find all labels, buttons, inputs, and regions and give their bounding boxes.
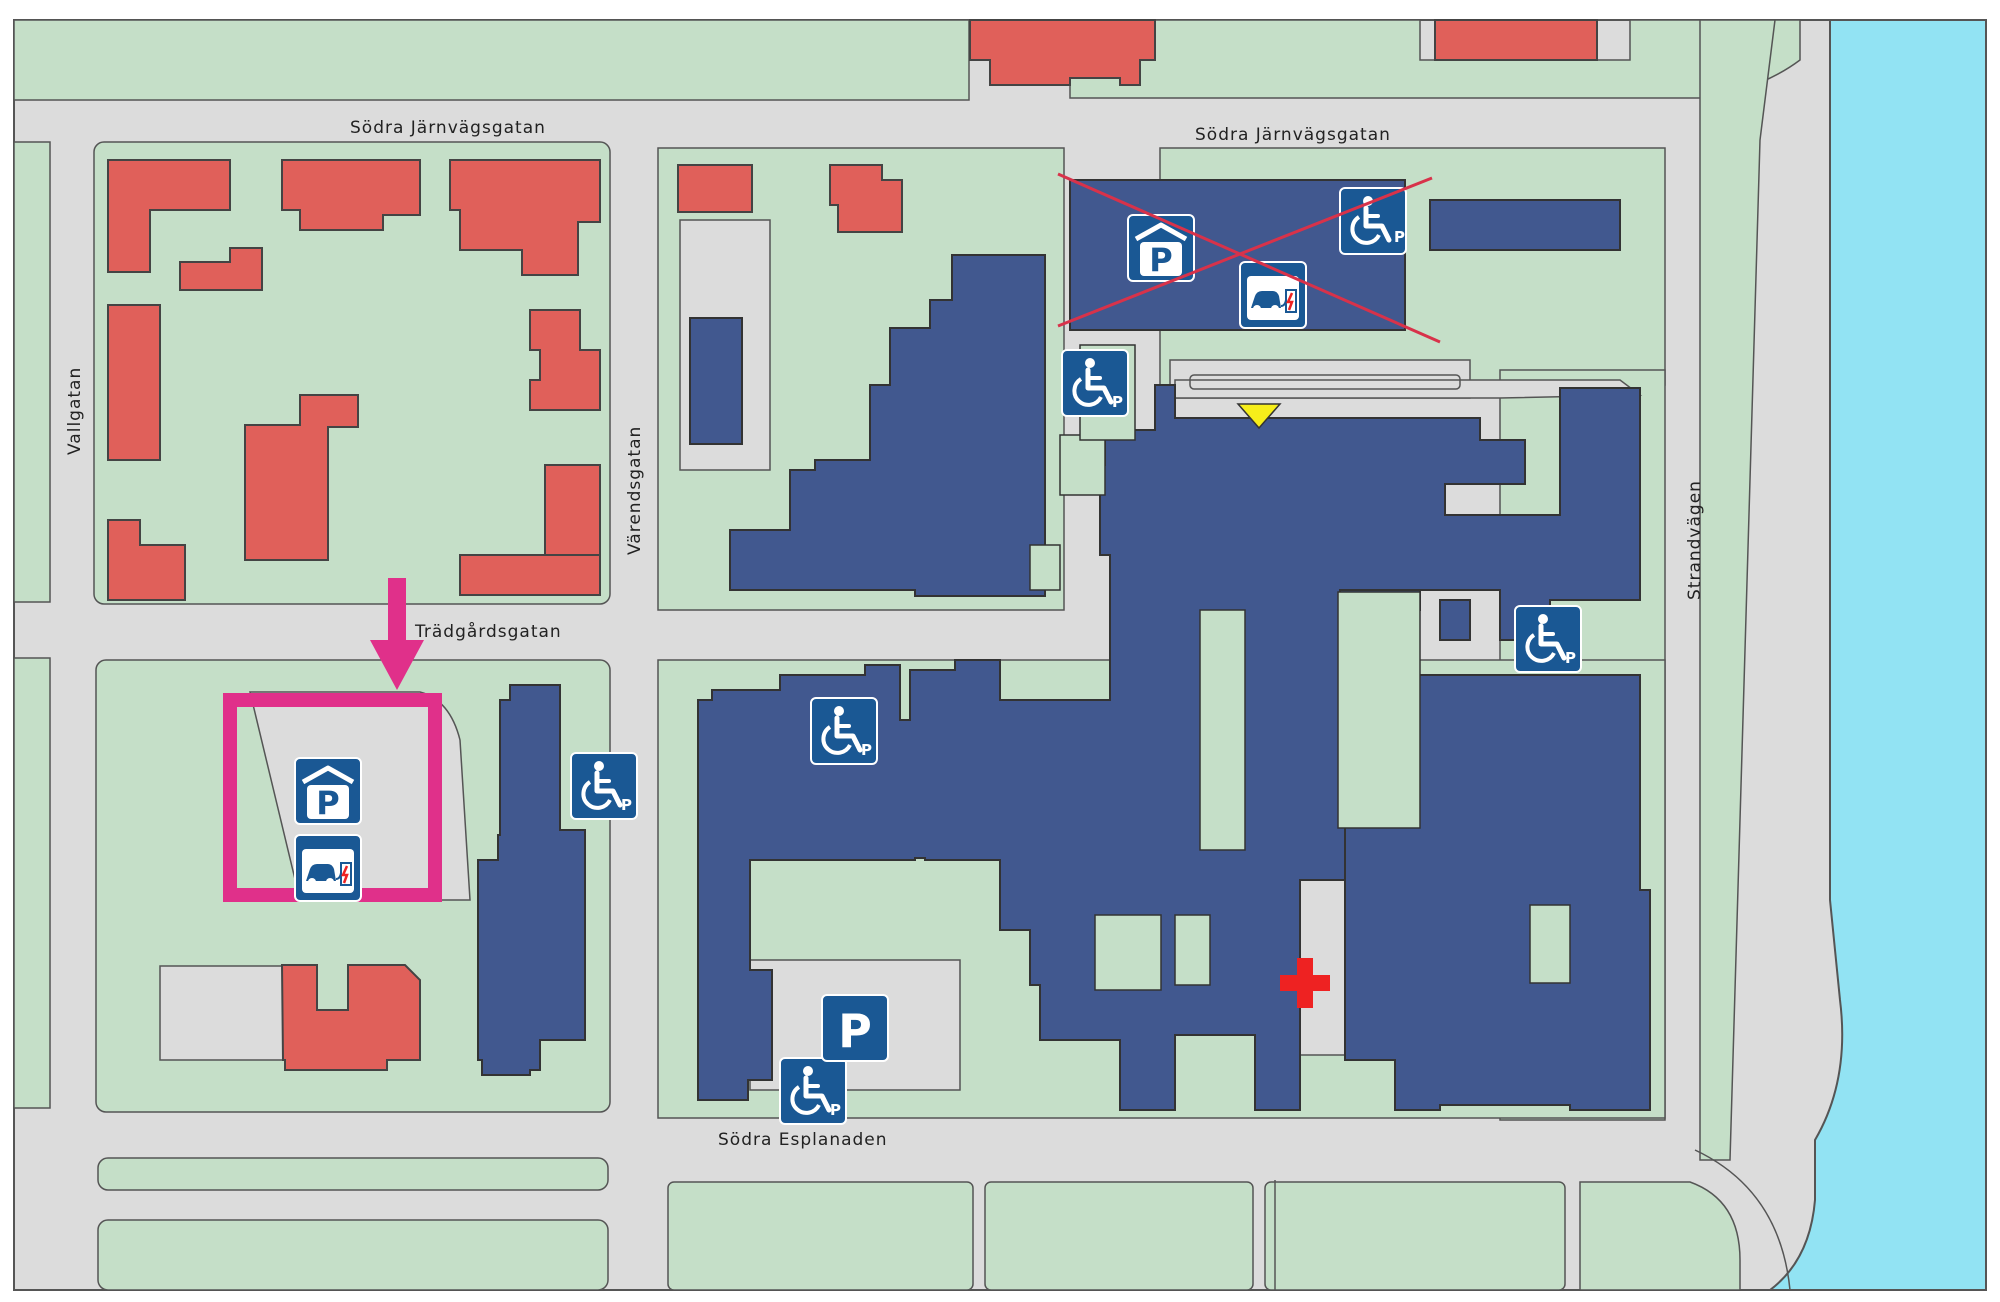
ev-charging-icon <box>1238 260 1308 330</box>
accessible-parking-sign-east: P <box>1515 606 1581 672</box>
street-label-sodra-esplanaden: Södra Esplanaden <box>718 1130 888 1150</box>
closed-cross-icon <box>1057 172 1441 344</box>
parking-garage-icon <box>295 758 361 824</box>
plaza-southwest <box>159 965 291 1061</box>
accessible-parking-sign-north: P <box>1062 350 1128 416</box>
highlighted-parking-garage <box>223 578 442 903</box>
green-south-c <box>1264 1181 1566 1291</box>
green-left-strip-2 <box>13 657 51 1109</box>
street-label-varendsgatan: Värendsgatan <box>625 426 645 555</box>
svg-text:P: P <box>1112 393 1123 411</box>
svg-text:P: P <box>861 741 872 759</box>
green-south-a <box>667 1181 974 1291</box>
svg-text:P: P <box>838 1004 872 1058</box>
street-label-sodra-jarnvagsgatan-west: Södra Järnvägsgatan <box>350 118 546 138</box>
down-arrow-icon <box>370 578 424 690</box>
accessible-parking-sign-west: P <box>571 753 637 819</box>
green-top-left <box>13 19 970 101</box>
accessible-parking-sign-south: P <box>780 1058 846 1124</box>
green-south-d <box>1579 1181 1741 1291</box>
street-label-strandvagen: Strandvägen <box>1685 480 1705 600</box>
curb-lines <box>1189 374 1791 1291</box>
svg-text:P: P <box>1565 649 1576 667</box>
green-strip-south-1 <box>97 1157 609 1191</box>
parking-garage-icon <box>1128 215 1194 281</box>
green-block-residential <box>93 141 611 605</box>
hospital-buildings <box>477 179 1651 1111</box>
svg-text:P: P <box>621 796 632 814</box>
accessible-parking-signs: P P P P P <box>571 350 1581 1124</box>
green-shore-strip <box>1699 19 1776 1161</box>
residential-buildings <box>107 19 1598 1071</box>
street-label-vallgatan: Vallgatan <box>65 367 85 455</box>
hospital-cross-icon <box>1280 958 1330 1008</box>
accessible-parking-sign-center: P <box>811 698 877 764</box>
green-strip-south-2 <box>97 1219 609 1291</box>
main-entrance-marker-icon <box>1236 403 1282 430</box>
ev-charging-icon <box>293 833 363 903</box>
street-labels: Södra Järnvägsgatan Södra Järnvägsgatan … <box>65 118 1705 1150</box>
street-label-sodra-jarnvagsgatan-east: Södra Järnvägsgatan <box>1195 125 1391 145</box>
green-south-b <box>984 1181 1254 1291</box>
green-left-strip <box>13 141 51 603</box>
svg-text:P: P <box>830 1101 841 1119</box>
lake-water <box>1767 19 1987 1291</box>
closed-parking-garage-signs: P <box>1057 172 1441 344</box>
closed-cross-icon <box>1057 176 1433 328</box>
parking-sign-south: P <box>821 994 889 1062</box>
street-label-tradgardsgatan: Trädgårdsgatan <box>414 621 562 642</box>
accessible-parking-letter: P <box>1394 228 1405 246</box>
